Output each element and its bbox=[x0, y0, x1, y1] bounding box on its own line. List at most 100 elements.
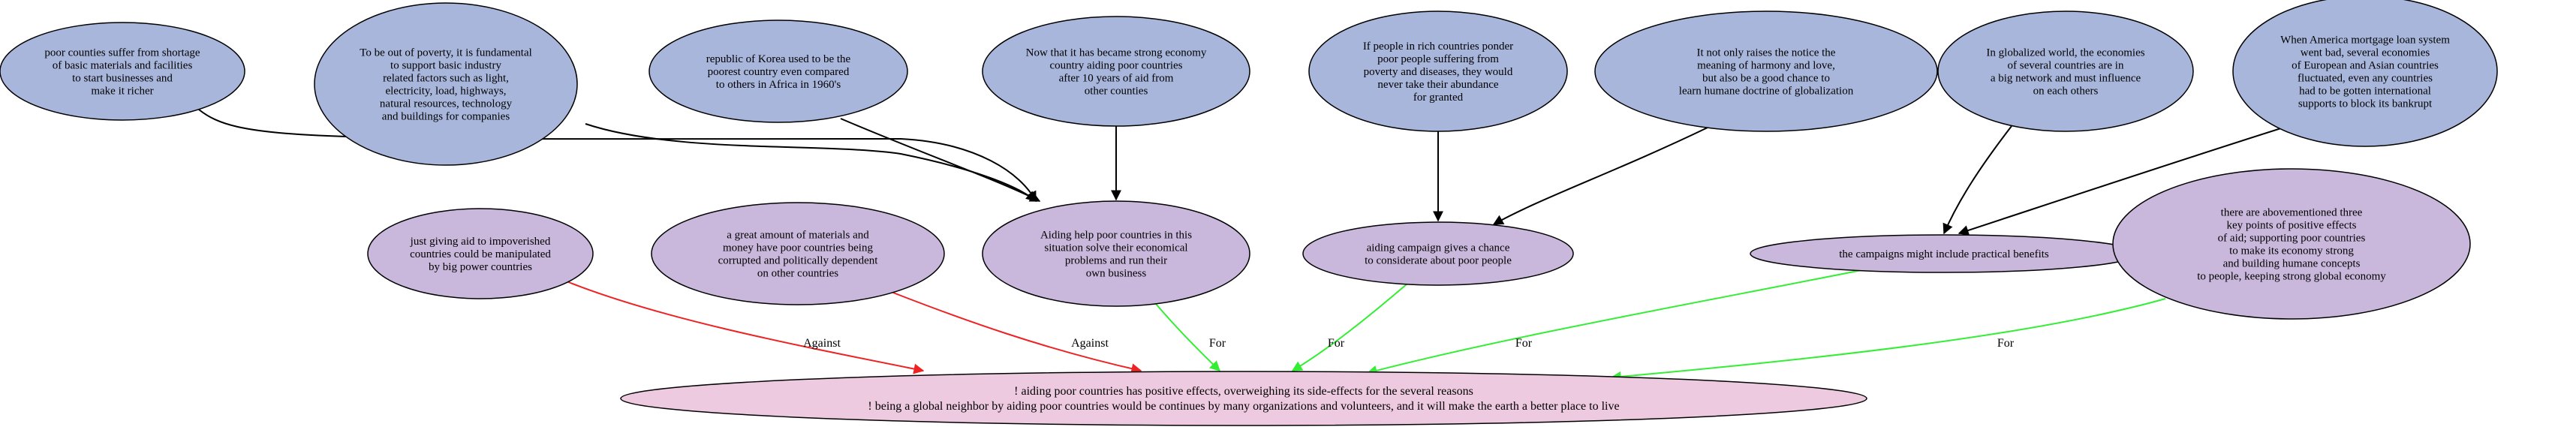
node-text-line: situation solve their economical bbox=[1044, 242, 1187, 254]
edge-p1-to-s3 bbox=[198, 109, 1037, 203]
node-text-line: poorest country even compared bbox=[708, 66, 850, 78]
node-ellipse bbox=[1302, 221, 1574, 286]
node-text-line: poverty and diseases, they would bbox=[1364, 66, 1513, 78]
node-text-line: there are abovementioned three bbox=[2221, 207, 2363, 219]
node-text-line: other counties bbox=[1085, 86, 1148, 98]
node-text-line: of basic materials and facilities bbox=[53, 60, 193, 72]
node-text-line: supports to block its bankrupt bbox=[2298, 98, 2433, 110]
node-text-line: just giving aid to impoverished bbox=[410, 236, 551, 248]
node-text-line: a big network and must influence bbox=[1991, 73, 2141, 85]
node-ellipse bbox=[367, 208, 594, 299]
node-text-line: of aid; supporting poor countries bbox=[2218, 233, 2366, 245]
node-text-line: and buildings for companies bbox=[382, 111, 510, 123]
node-conclusion: ! aiding poor countries has positive eff… bbox=[620, 371, 1867, 426]
edge-label-for: For bbox=[1209, 337, 1226, 350]
edge-s4-to-conclusion bbox=[1291, 283, 1408, 371]
node-text-line: related factors such as light, bbox=[383, 73, 509, 85]
edge-p7-to-s5 bbox=[1943, 125, 2012, 235]
node-text-line: corrupted and politically dependent bbox=[718, 255, 879, 267]
edge-label-for: For bbox=[1515, 337, 1533, 350]
node-s5: the campaigns might include practical be… bbox=[1750, 234, 2138, 273]
node-text-line: to start businesses and bbox=[72, 73, 173, 85]
node-text-line: Aiding help poor countries in this bbox=[1040, 230, 1192, 242]
node-text-line: to make its economy strong bbox=[2229, 245, 2354, 257]
node-text-line: Now that it has became strong economy bbox=[1026, 47, 1207, 59]
node-ellipse bbox=[651, 202, 945, 305]
node-text-line: natural resources, technology bbox=[380, 98, 513, 110]
node-text-line: electricity, load, highways, bbox=[385, 86, 506, 98]
node-text-line: had to be gotten international bbox=[2299, 86, 2431, 98]
node-text-line: fluctuated, even any countries bbox=[2298, 73, 2433, 85]
node-text-line: It not only raises the notice the bbox=[1697, 47, 1836, 59]
node-text-line: for granted bbox=[1413, 92, 1464, 104]
node-text: the campaigns might include practical be… bbox=[1839, 248, 2049, 260]
node-text-line: to people, keeping strong global economy bbox=[2197, 271, 2386, 283]
edge-s1-to-conclusion bbox=[566, 281, 925, 374]
node-ellipse bbox=[982, 200, 1250, 307]
edge-label-for: For bbox=[1328, 337, 1345, 350]
edge-p2-to-s3 bbox=[585, 123, 1037, 202]
node-text-line: went bad, several economies bbox=[2301, 47, 2430, 59]
node-ellipse bbox=[314, 2, 578, 166]
node-text-line: key points of positive effects bbox=[2226, 220, 2356, 232]
node-text-line: republic of Korea used to be the bbox=[706, 53, 851, 65]
node-text-line: on each others bbox=[2033, 86, 2099, 98]
node-text-line: ! aiding poor countries has positive eff… bbox=[1014, 385, 1473, 398]
node-text-line: money have poor countries being bbox=[723, 242, 873, 254]
node-ellipse bbox=[2232, 0, 2498, 147]
edge-p6-to-s4 bbox=[1492, 127, 1708, 225]
edge-label-against: Against bbox=[803, 337, 841, 350]
node-text-line: When America mortgage loan system bbox=[2280, 35, 2450, 47]
node-text-line: to support basic industry bbox=[390, 60, 501, 72]
node-ellipse bbox=[620, 371, 1867, 426]
node-text-line: and building humane concepts bbox=[2223, 258, 2361, 270]
edge-s6-to-conclusion bbox=[1610, 298, 2166, 382]
node-ellipse bbox=[649, 20, 908, 123]
node-text-line: ! being a global neighbor by aiding poor… bbox=[868, 400, 1619, 413]
node-text-line: but also be a good chance to bbox=[1702, 73, 1830, 85]
edge-label-for: For bbox=[1997, 337, 2015, 350]
node-text-line: after 10 years of aid from bbox=[1059, 73, 1174, 85]
edge-s2-to-conclusion bbox=[892, 292, 1142, 374]
node-text-line: by big power countries bbox=[429, 261, 532, 273]
node-ellipse bbox=[982, 16, 1250, 127]
edge-s5-to-conclusion bbox=[1366, 269, 1862, 376]
node-text-line: to considerate about poor people bbox=[1365, 255, 1512, 267]
node-text-line: own business bbox=[1086, 268, 1147, 280]
node-text-line: to others in Africa in 1960's bbox=[716, 79, 841, 91]
node-text-line: poor people suffering from bbox=[1377, 53, 1499, 65]
node-text-line: country aiding poor countries bbox=[1049, 60, 1182, 72]
node-text-line: a great amount of materials and bbox=[727, 230, 869, 242]
node-text-line: aiding campaign gives a chance bbox=[1367, 242, 1510, 254]
node-text-line: on other countries bbox=[757, 268, 838, 280]
node-text-line: make it richer bbox=[91, 86, 153, 98]
node-text-line: the campaigns might include practical be… bbox=[1839, 248, 2049, 260]
node-text-line: To be out of poverty, it is fundamental bbox=[360, 47, 532, 59]
node-text-line: If people in rich countries ponder bbox=[1363, 41, 1513, 53]
edges-layer bbox=[198, 109, 2296, 382]
node-text: ! aiding poor countries has positive eff… bbox=[868, 385, 1619, 413]
